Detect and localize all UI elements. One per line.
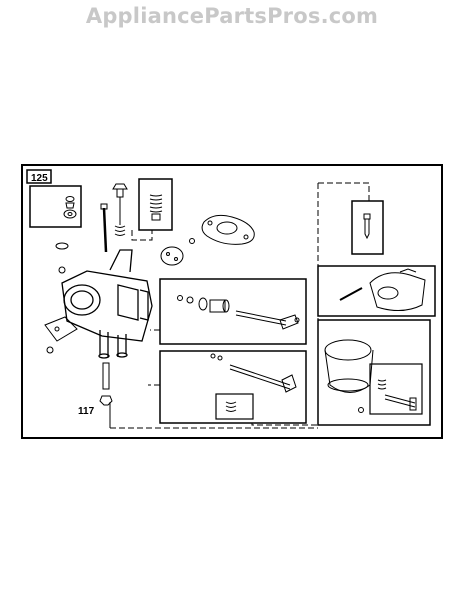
- box-label-125: 125: [31, 173, 48, 184]
- detail-box-needle: [351, 200, 384, 255]
- detail-box-shaft: [159, 278, 307, 345]
- detail-box-screw: [369, 363, 423, 415]
- detail-box-float: [317, 265, 436, 317]
- label-box-125: [26, 169, 52, 184]
- outer-frame: [21, 164, 443, 439]
- detail-box-throttle: [159, 350, 307, 424]
- detail-box-spring: [138, 178, 173, 231]
- detail-box-spring-small: [215, 393, 254, 420]
- watermark-logo: AppliancePartsPros.com: [85, 4, 379, 28]
- part-label-117: 117: [78, 406, 95, 417]
- detail-box-topleft: [29, 185, 82, 228]
- detail-box-bowl: [317, 319, 431, 426]
